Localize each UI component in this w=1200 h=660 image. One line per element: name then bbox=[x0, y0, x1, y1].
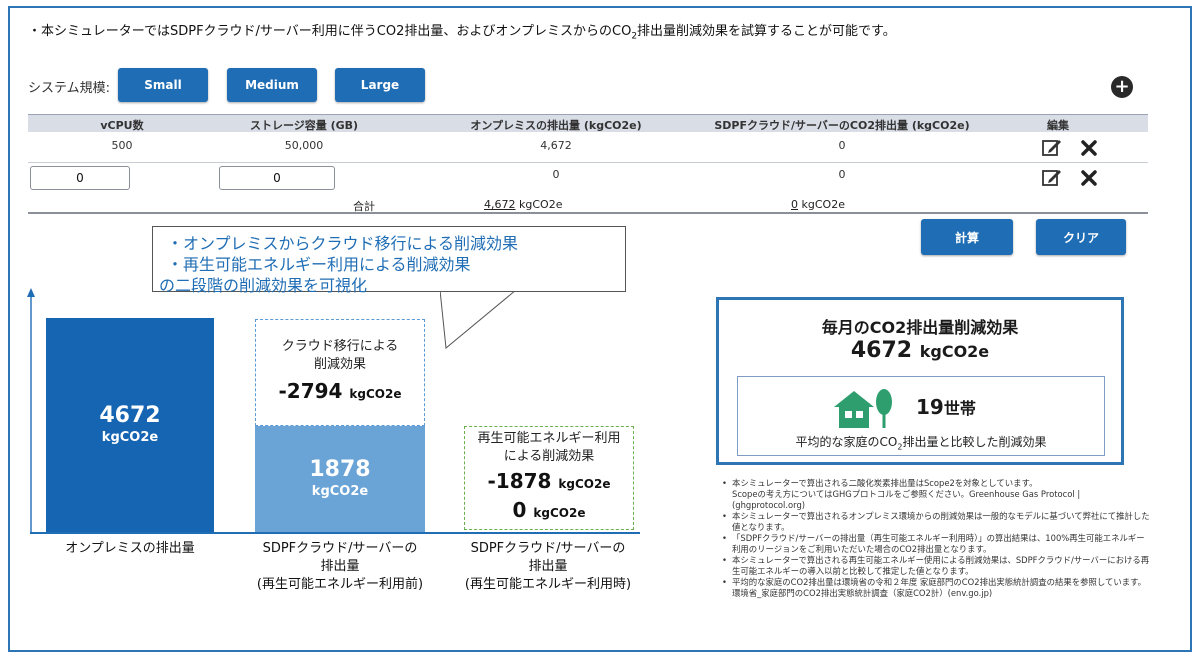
header-storage: ストレージ容量 (GB) bbox=[249, 119, 359, 132]
note-item: 「SDPFクラウド/サーバーの排出量（再生可能エネルギー利用時）」の算出結果は、… bbox=[722, 533, 1152, 555]
delete-icon[interactable] bbox=[1077, 167, 1101, 189]
row1-vcpu: 500 bbox=[111, 139, 133, 152]
monthly-reduction-panel: 毎月のCO2排出量削減効果 4672 kgCO2e 19世帯 平均的な家庭のCO… bbox=[716, 297, 1124, 465]
row-divider bbox=[28, 162, 1148, 163]
callout-line-3: の二段階の削減効果を可視化 bbox=[159, 276, 368, 295]
bar-onprem-value: 4672 bbox=[99, 403, 161, 428]
row2-onprem: 0 bbox=[552, 168, 560, 181]
scale-medium-button[interactable]: Medium bbox=[227, 68, 317, 102]
callout-pointer bbox=[440, 290, 517, 349]
header-edit: 編集 bbox=[1047, 119, 1069, 132]
total-label: 合計 bbox=[353, 200, 375, 213]
cloud-migration-reduction-box: クラウド移行による 削減効果 -2794 kgCO2e bbox=[255, 319, 425, 426]
panel-title: 毎月のCO2排出量削減効果 bbox=[821, 318, 1019, 337]
bar-cloud-before: 1878 kgCO2e bbox=[255, 426, 425, 532]
row2-cloud: 0 bbox=[838, 168, 846, 181]
household-count: 19世帯 bbox=[916, 395, 976, 419]
header-onprem: オンプレミスの排出量 (kgCO2e) bbox=[470, 119, 642, 132]
scale-large-button[interactable]: Large bbox=[335, 68, 425, 102]
edit-icon[interactable] bbox=[1040, 136, 1064, 158]
header-vcpu: vCPU数 bbox=[100, 119, 144, 132]
note-item: 本シミュレーターで算出されるオンプレミス環境からの削減効果は一般的なモデルに基づ… bbox=[722, 511, 1152, 533]
callout-box: ・オンプレミスからクラウド移行による削減効果 ・再生可能エネルギー利用による削減… bbox=[152, 226, 626, 295]
bar-cloud-unit: kgCO2e bbox=[311, 484, 369, 499]
bar-onprem: 4672 kgCO2e bbox=[46, 318, 214, 532]
calculate-button[interactable]: 計算 bbox=[921, 219, 1013, 255]
note-item: 本シミュレーターで算出される再生可能エネルギー使用による削減効果は、SDPFクラ… bbox=[722, 555, 1152, 577]
total-divider bbox=[28, 212, 1148, 214]
note-item: 環境省_家庭部門のCO2排出実態統計調査（家庭CO2計）(env.go.jp) bbox=[732, 588, 993, 598]
delete-icon[interactable] bbox=[1077, 137, 1101, 159]
note-item: 本シミュレーターで算出される二酸化炭素排出量はScope2を対象としています。 bbox=[722, 478, 1152, 489]
category-cloud-before: SDPFクラウド/サーバーの 排出量 (再生可能エネルギー利用前) bbox=[256, 541, 424, 592]
row1-onprem: 4,672 bbox=[540, 139, 572, 152]
note-item: 平均的な家庭のCO2排出量は環境省の令和２年度 家庭部門のCO2排出実態統計調査… bbox=[722, 577, 1152, 588]
chart-x-axis bbox=[30, 532, 640, 534]
system-scale-label: システム規模: bbox=[28, 81, 110, 96]
notes: 本シミュレーターで算出される二酸化炭素排出量はScope2を対象としています。 … bbox=[722, 478, 1152, 599]
bar-onprem-unit: kgCO2e bbox=[101, 430, 159, 445]
row1-cloud: 0 bbox=[838, 139, 846, 152]
category-onprem: オンプレミスの排出量 bbox=[65, 541, 195, 556]
note-item: Scopeの考え方についてはGHGプロトコルをご参照ください。Greenhous… bbox=[732, 489, 1081, 510]
callout-line-2: ・再生可能エネルギー利用による削減効果 bbox=[167, 255, 471, 274]
house-icon bbox=[834, 389, 892, 428]
household-comparison-text: 平均的な家庭のCO2排出量と比較した削減効果 bbox=[795, 435, 1047, 452]
scale-small-button[interactable]: Small bbox=[118, 68, 208, 102]
chart-y-axis bbox=[27, 288, 35, 532]
edit-icon[interactable] bbox=[1040, 166, 1064, 188]
add-row-icon[interactable]: + bbox=[1111, 76, 1133, 98]
bar-cloud-value: 1878 bbox=[309, 457, 371, 482]
household-comparison-box: 19世帯 平均的な家庭のCO2排出量と比較した削減効果 bbox=[737, 376, 1105, 456]
storage-input[interactable]: 0 bbox=[219, 166, 335, 190]
renewable-reduction-box: 再生可能エネルギー利用 による削減効果 -1878 kgCO2e 0 kgCO2… bbox=[464, 426, 634, 530]
panel-value: 4672 kgCO2e bbox=[850, 338, 990, 363]
intro-text: ・本シミュレーターではSDPFクラウド/サーバー利用に伴うCO2排出量、およびオ… bbox=[28, 24, 896, 42]
total-onprem: 4,672 kgCO2e bbox=[484, 198, 563, 211]
table-header: vCPU数 ストレージ容量 (GB) オンプレミスの排出量 (kgCO2e) S… bbox=[28, 114, 1148, 132]
category-cloud-renewable: SDPFクラウド/サーバーの 排出量 (再生可能エネルギー利用時) bbox=[464, 541, 632, 592]
callout-line-1: ・オンプレミスからクラウド移行による削減効果 bbox=[167, 234, 519, 253]
vcpu-input[interactable]: 0 bbox=[30, 166, 130, 190]
clear-button[interactable]: クリア bbox=[1036, 219, 1126, 255]
total-cloud: 0 kgCO2e bbox=[791, 198, 845, 211]
row1-storage: 50,000 bbox=[284, 139, 324, 152]
header-cloud: SDPFクラウド/サーバーのCO2排出量 (kgCO2e) bbox=[714, 119, 970, 132]
